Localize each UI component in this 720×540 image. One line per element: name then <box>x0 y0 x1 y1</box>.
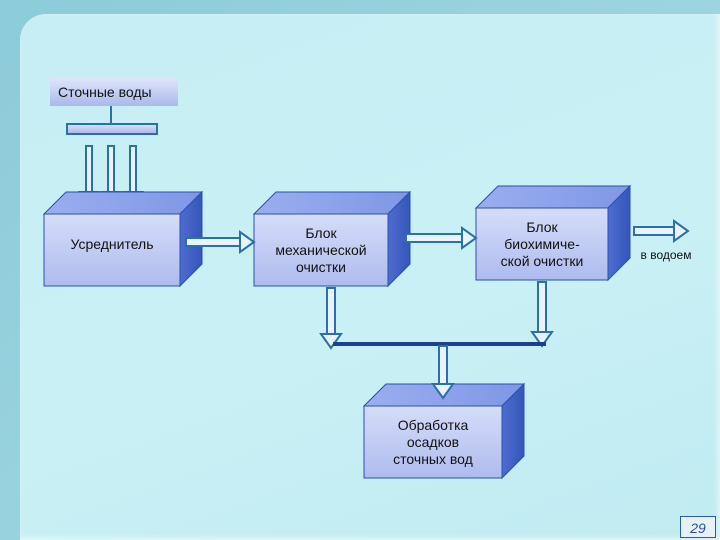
mechanical-box <box>252 190 412 288</box>
outlet-label: в водоем <box>640 248 692 262</box>
biochemical-label: Блок биохимиче- ской очистки <box>500 218 584 269</box>
inlet-manifold <box>66 106 158 135</box>
mechanical-label: Блок механической очистки <box>275 224 367 275</box>
equalizer-label: Усреднитель <box>70 235 154 252</box>
arrow-to-outlet <box>633 219 690 243</box>
sludge-label: Обработка осадков сточных вод <box>393 416 473 467</box>
arrow-biochemical-sludge <box>530 281 554 348</box>
source-label: Сточные воды <box>50 78 178 106</box>
equalizer-box <box>42 190 204 288</box>
arrow-mechanical-to-biochemical <box>405 226 478 250</box>
biochemical-box <box>474 184 632 282</box>
arrow-mechanical-sludge <box>319 287 343 350</box>
arrow-to-sludge-treatment <box>431 345 455 400</box>
arrow-equalizer-to-mechanical <box>185 230 256 254</box>
page-number: 29 <box>680 516 716 538</box>
